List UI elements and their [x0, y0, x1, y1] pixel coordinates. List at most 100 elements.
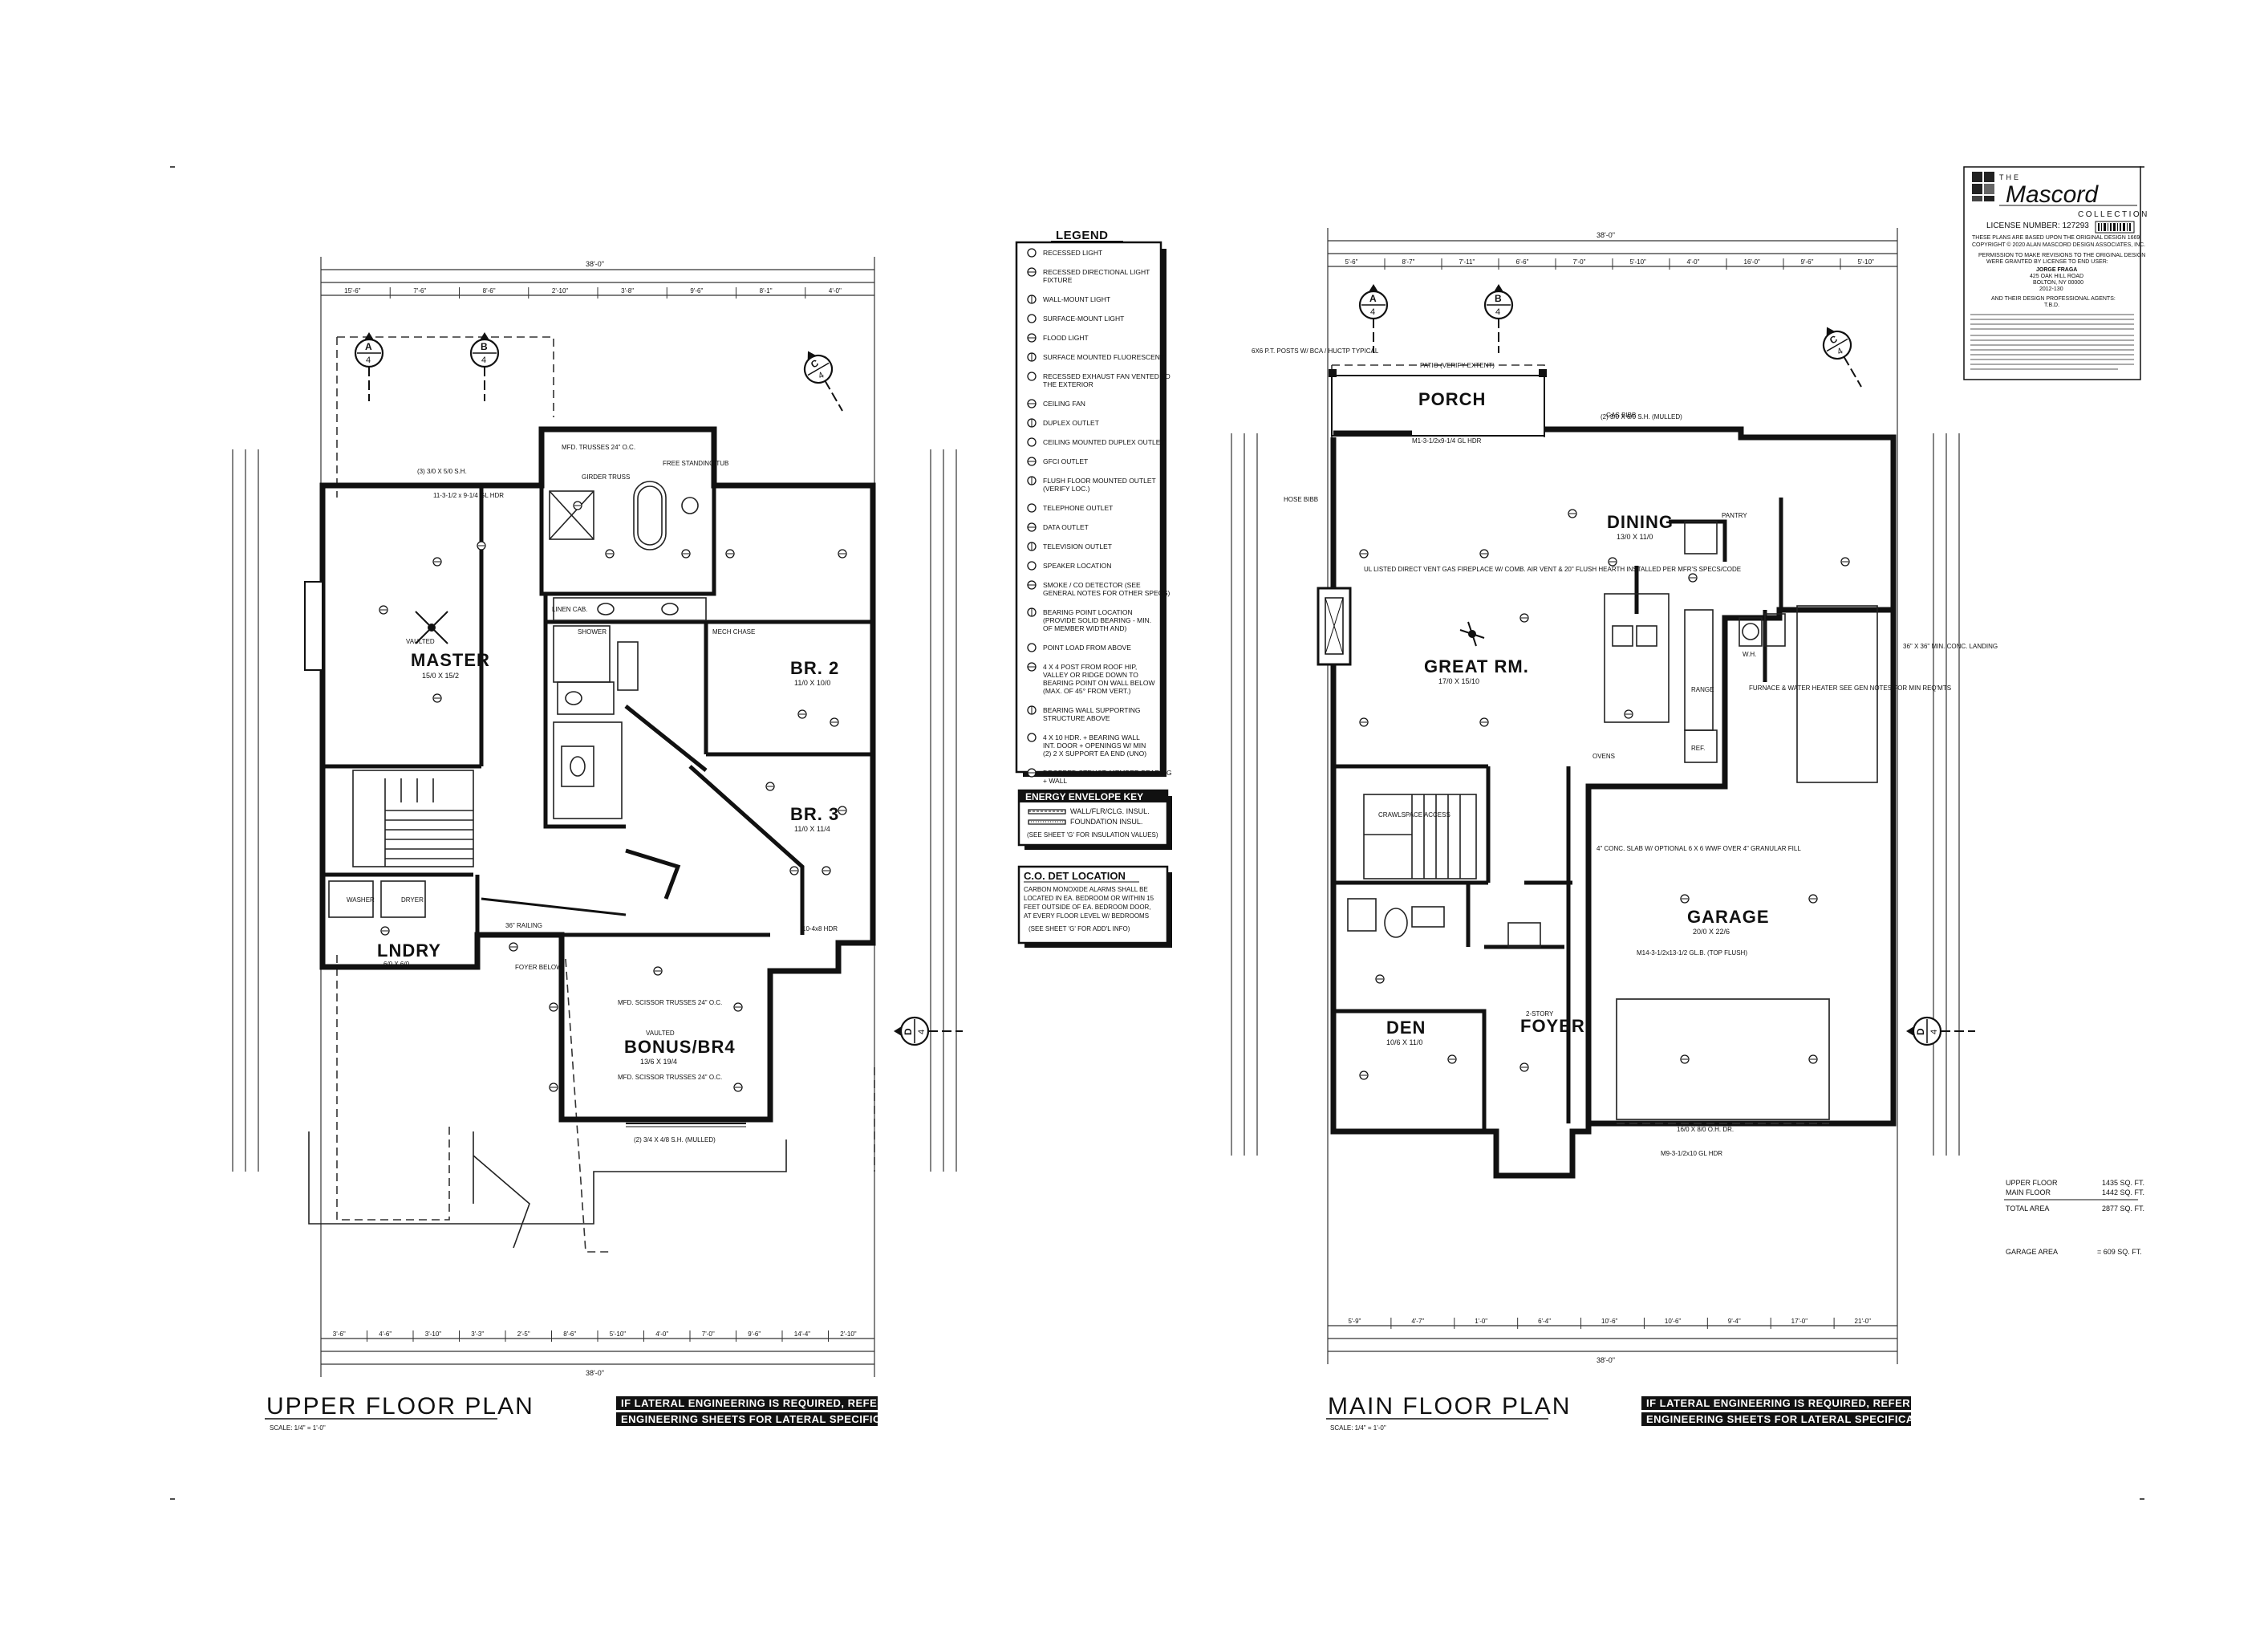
- callout-sheet: 4: [817, 371, 826, 381]
- washer-label: WASHER: [347, 896, 375, 904]
- upper-dimension-lines: [232, 257, 957, 1377]
- dim-label: 4'-7": [1411, 1318, 1424, 1325]
- callout-letter: A: [1369, 293, 1377, 304]
- ceiling-fan-icon: [415, 611, 448, 644]
- logo-the: THE: [1999, 173, 2021, 181]
- dim-label: 4'-0": [829, 287, 842, 295]
- main-note: (2) 3/0 X 6/0 S.H. (MULLED): [1601, 413, 1682, 420]
- legend-item-label: (2) 2 X SUPPORT EA END (UNO): [1043, 750, 1146, 758]
- upper-lateral-bar-2: [616, 1412, 878, 1426]
- main-note: 36" X 36" MIN. CONC. LANDING: [1903, 643, 1998, 650]
- legend-item-label: FLUSH FLOOR MOUNTED OUTLET: [1043, 477, 1156, 485]
- room-den-size: 10/6 X 11/0: [1386, 1038, 1422, 1046]
- barcode: [2095, 221, 2135, 234]
- porch-post: [1539, 369, 1547, 377]
- dim-label: 2'-10": [552, 287, 569, 295]
- upper-note: MFD. TRUSSES 24" O.C.: [562, 444, 635, 451]
- room-garage: GARAGE: [1687, 907, 1770, 927]
- dim-label: 3'-3": [471, 1330, 484, 1338]
- dim-label: 14'-4": [794, 1330, 811, 1338]
- legend-item-label: BEARING WALL SUPPORTING: [1043, 706, 1141, 714]
- legend-item-label: THE EXTERIOR: [1043, 380, 1093, 388]
- dim-label: 16'-0": [1744, 258, 1761, 266]
- section-callout: C4: [803, 351, 843, 412]
- legend-item-label: SURFACE-MOUNT LIGHT: [1043, 315, 1124, 323]
- legend-item-label: 4 X 10 HDR. + BEARING WALL: [1043, 733, 1140, 741]
- legend-item: FLOOD LIGHT: [1027, 333, 1089, 343]
- main-overall-dim: 38'-0": [1597, 231, 1615, 239]
- legend-item: FLUSH FLOOR MOUNTED OUTLET(VERIFY LOC.): [1027, 476, 1156, 493]
- legend-item: BEARING POINT LOCATION(PROVIDE SOLID BEA…: [1027, 607, 1151, 632]
- dim-label: 7'-6": [413, 287, 426, 295]
- dim-label: 8'-6": [483, 287, 496, 295]
- dim-label: 15'-6": [344, 287, 361, 295]
- dim-label: 3'-6": [333, 1330, 346, 1338]
- area-value: = 609 SQ. FT.: [2097, 1248, 2142, 1256]
- main-dimension-lines: [1231, 228, 1960, 1364]
- upper-plan-title: UPPER FLOOR PLAN: [266, 1393, 534, 1420]
- upper-note: GIRDER TRUSS: [582, 473, 630, 481]
- legend-item-label: SURFACE MOUNTED FLUORESCENT: [1043, 353, 1164, 361]
- main-plan-title: MAIN FLOOR PLAN: [1328, 1393, 1571, 1420]
- dim-label: 2'-5": [517, 1330, 530, 1338]
- dim-label: 5'-6": [1345, 258, 1358, 266]
- dim-label: 10'-6": [1601, 1318, 1618, 1325]
- logo-name: Mascord: [2006, 181, 2099, 208]
- lower-roof-line: [308, 1131, 787, 1225]
- upper-dims-bottom: 3'-6"4'-6"3'-10"3'-3"2'-5"8'-6"5'-10"4'-…: [320, 1330, 875, 1342]
- legend-item: TELEVISION OUTLET: [1027, 542, 1112, 551]
- co-det-title: C.O. DET LOCATION: [1024, 870, 1126, 882]
- co-det-line: AT EVERY FLOOR LEVEL W/ BEDROOMS: [1024, 912, 1149, 920]
- upper-dims-top: 15'-6"7'-6"8'-6"2'-10"3'-8"9'-6"8'-1"4'-…: [320, 287, 875, 299]
- license-line: COPYRIGHT © 2020 ALAN MASCORD DESIGN ASS…: [1972, 242, 2145, 248]
- room-br3-size: 11/0 X 11/4: [794, 825, 830, 833]
- dim-label: 6'-4": [1538, 1318, 1551, 1325]
- legend-item-label: GFCI OUTLET: [1043, 457, 1088, 465]
- section-callout: B4: [1483, 284, 1514, 353]
- legend-item-label: 4 X 4 POST FROM ROOF HIP,: [1043, 663, 1137, 671]
- title-block: THE Mascord COLLECTION LICENSE NUMBER: 1…: [1963, 166, 2149, 380]
- legend-item: SURFACE MOUNTED FLUORESCENT: [1027, 352, 1164, 362]
- legend-item: 4 X 4 POST FROM ROOF HIP,VALLEY OR RIDGE…: [1027, 662, 1155, 695]
- title-block-frame: [1963, 166, 2141, 380]
- room-foyer: FOYER: [1520, 1016, 1585, 1036]
- legend-item: DATA OUTLET: [1027, 522, 1089, 532]
- area-label: UPPER FLOOR: [2006, 1179, 2058, 1187]
- legend-item-label: BEARING POINT ON WALL BELOW: [1043, 679, 1155, 687]
- callout-letter: D: [1915, 1028, 1926, 1035]
- ref-label: REF.: [1691, 745, 1705, 752]
- porch-post: [1329, 369, 1337, 377]
- main-note: UL LISTED DIRECT VENT GAS FIREPLACE W/ C…: [1364, 566, 1741, 573]
- upper-floor-plan: 38'-0" 38'-0" 15'-6"7'-6"8'-6"2'-10"3'-8…: [232, 257, 963, 1432]
- upper-note: (3) 3/0 X 5/0 S.H.: [417, 468, 467, 475]
- legend-item: CEILING MOUNTED DUPLEX OUTLET: [1027, 437, 1165, 447]
- foyer-below-label: FOYER BELOW: [515, 964, 562, 971]
- energy-envelope-key: ENERGY ENVELOPE KEY WALL/FLR/CLG. INSUL.…: [1017, 789, 1172, 850]
- room-great: GREAT RM.: [1424, 656, 1529, 676]
- co-det-line: LOCATED IN EA. BEDROOM OR WITHIN 15: [1024, 895, 1154, 902]
- room-laundry: LNDRY: [377, 940, 441, 961]
- co-det-line: FEET OUTSIDE OF EA. BEDROOM DOOR,: [1024, 904, 1151, 911]
- area-value: 2877 SQ. FT.: [2102, 1204, 2144, 1213]
- license-line: JORGE FRAGA: [2036, 267, 2077, 273]
- dim-label: 8'-6": [563, 1330, 576, 1338]
- dim-label: 21'-0": [1855, 1318, 1872, 1325]
- main-note: 4" CONC. SLAB W/ OPTIONAL 6 X 6 WWF OVER…: [1597, 845, 1801, 852]
- legend-item-label: SMOKE / CO DETECTOR (SEE: [1043, 581, 1141, 589]
- section-callout: B4: [469, 332, 500, 401]
- legend-symbol-icon: [1027, 733, 1037, 742]
- roof-below-outline: [336, 336, 875, 1253]
- callout-sheet: 4: [481, 355, 486, 365]
- energy-key-note: (SEE SHEET 'G' FOR INSULATION VALUES): [1027, 831, 1158, 839]
- room-bonus-size: 13/6 X 19/4: [640, 1058, 677, 1066]
- legend-symbol-icon: [1027, 248, 1037, 258]
- pantry-label: PANTRY: [1722, 512, 1747, 519]
- room-br2-size: 11/0 X 10/0: [794, 679, 830, 687]
- logo-collection: COLLECTION: [2078, 210, 2149, 219]
- main-fixtures: [1359, 509, 1850, 1080]
- legend-item-label: + WALL: [1043, 777, 1067, 785]
